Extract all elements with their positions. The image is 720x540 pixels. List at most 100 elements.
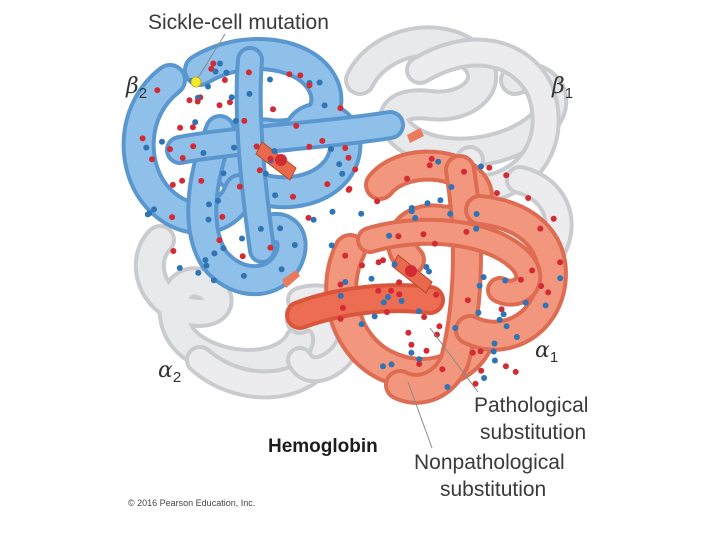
pathological-substitution-dot [189, 124, 196, 131]
beta2-label: β2 [126, 74, 148, 102]
nonpathological-substitution-dot [447, 210, 454, 217]
pathological-substitution-dot [337, 315, 344, 322]
nonpathological-substitution-dot [291, 242, 298, 248]
pathological-substitution-dot [216, 102, 223, 109]
nonpathological-substitution-dot [416, 308, 422, 315]
nonpathological-substitution-dot [542, 302, 549, 309]
nonpathological-substitution-dot [386, 232, 393, 239]
nonpathological-substitution-dot [223, 69, 230, 76]
nonpathological-substitution-dot [205, 216, 212, 223]
nonpathological-substitution-dot [475, 309, 482, 316]
pathological-substitution-dot [383, 309, 390, 316]
nonpathological-substitution-dot [473, 211, 480, 217]
nonpathological-substitution-dot [385, 294, 391, 300]
pathological-substitution-dot [245, 69, 252, 76]
nonpathological-substitution-dot [424, 200, 431, 207]
pathological-substitution-dot [305, 214, 312, 221]
pathological-substitution-dot [256, 167, 263, 174]
nonpathological-substitution-dot [416, 356, 423, 363]
nonpathological-substitution-dot [342, 279, 349, 285]
alpha1-letter: α [535, 338, 550, 363]
pathological-substitution-dot [477, 348, 484, 355]
pathological-substitution-dot [433, 331, 440, 338]
nonpathological-substitution-dot [473, 225, 480, 232]
nonpathological-substitution-dot [491, 340, 498, 347]
pathological-substitution-dot [198, 177, 205, 184]
sickle-cell-leader-line [197, 33, 226, 79]
pathological-substitution-dot [270, 106, 276, 113]
pathological-substitution-dot [149, 156, 155, 163]
pathological-substitution-dot [297, 72, 304, 79]
pathological-substitution-dot [426, 162, 433, 169]
pathological-substitution-dot [177, 124, 184, 131]
nonpathological-substitution-dot [240, 272, 247, 279]
pathological-substitution-dot [306, 143, 313, 150]
pathological-substitution-dot [545, 289, 552, 296]
pathological-substitution-dot [405, 329, 412, 336]
nonpathological-substitution-dot [328, 242, 335, 249]
pathological-substitution-dot [352, 166, 359, 173]
nonpathological-substitution-dot [262, 170, 269, 177]
pathological-substitution-dot [210, 60, 217, 67]
nonpathological-substitution-dot [426, 268, 432, 275]
beta2-letter: β [126, 74, 139, 99]
nonpathological-substitution-dot [328, 146, 335, 152]
nonpathological-substitution-dot [159, 138, 165, 145]
pathological-substitution-dot [342, 252, 349, 259]
pathological-substitution-dot [380, 257, 386, 264]
nonpathological-substitution-dot [522, 299, 529, 306]
nonpathological-label-line1: Nonpathological [414, 451, 565, 474]
beta2-subscript: 2 [138, 85, 148, 102]
nonpathological-substitution-dot [380, 299, 387, 306]
pathological-substitution-dot [464, 297, 471, 304]
alpha2-letter: α [158, 358, 173, 383]
pathological-substitution-dot [538, 283, 545, 289]
pathological-substitution-dot [525, 195, 532, 201]
pathological-substitution-dot [139, 135, 146, 142]
nonpathological-substitution-dot [202, 257, 209, 263]
nonpathological-substitution-dot [490, 348, 497, 355]
nonpathological-substitution-dot [336, 161, 343, 168]
pathological-substitution-dot [423, 347, 430, 354]
pathological-substitution-dot [436, 323, 443, 330]
beta2-heme-group [255, 141, 297, 181]
nonpathological-substitution-dot [316, 79, 323, 86]
nonpathological-substitution-dot [358, 321, 365, 328]
nonpathological-substitution-dot [496, 316, 503, 323]
nonpathological-substitution-dot [200, 150, 207, 156]
sickle-cell-mutation-dot [190, 76, 202, 88]
pathological-substitution-dot [416, 361, 423, 367]
pathological-label-line2: substitution [480, 421, 587, 444]
pathological-substitution-dot [286, 71, 293, 78]
nonpathological-substitution-dot [437, 197, 444, 204]
pathological-substitution-dot [342, 145, 349, 151]
beta1-chain [344, 25, 574, 275]
pathological-substitution-dot [169, 214, 176, 221]
alpha2-label: α2 [158, 358, 181, 386]
pathological-substitution-dot [337, 105, 344, 112]
pathological-substitution-dot [346, 185, 353, 192]
pathological-substitution-dot [486, 164, 493, 171]
pathological-substitution-dot [190, 143, 197, 150]
nonpathological-substitution-dot [391, 261, 398, 268]
heme-fragment [407, 128, 424, 143]
pathological-substitution-dot [420, 231, 427, 238]
pathological-substitution-dot [337, 281, 344, 288]
pathological-substitution-dot [170, 248, 177, 254]
nonpathological-substitution-dot [211, 250, 218, 257]
pathological-substitution-dot [557, 259, 564, 266]
beta1-label: β1 [552, 76, 573, 102]
nonpathological-substitution-dot [195, 269, 202, 276]
nonpathological-substitution-dot [478, 163, 484, 170]
pathological-substitution-dot [179, 177, 186, 184]
pathological-substitution-dot [267, 155, 274, 162]
pathological-substitution-dot [236, 183, 243, 190]
nonpathological-substitution-dot [232, 117, 239, 124]
pathological-substitution-dot [396, 291, 403, 298]
pathological-substitution-dot [227, 99, 233, 106]
nonpathological-substitution-dot [339, 170, 346, 177]
nonpathological-substitution-dot [337, 292, 344, 299]
nonpathological-substitution-dot [228, 94, 235, 101]
pathological-substitution-dot [404, 175, 411, 182]
